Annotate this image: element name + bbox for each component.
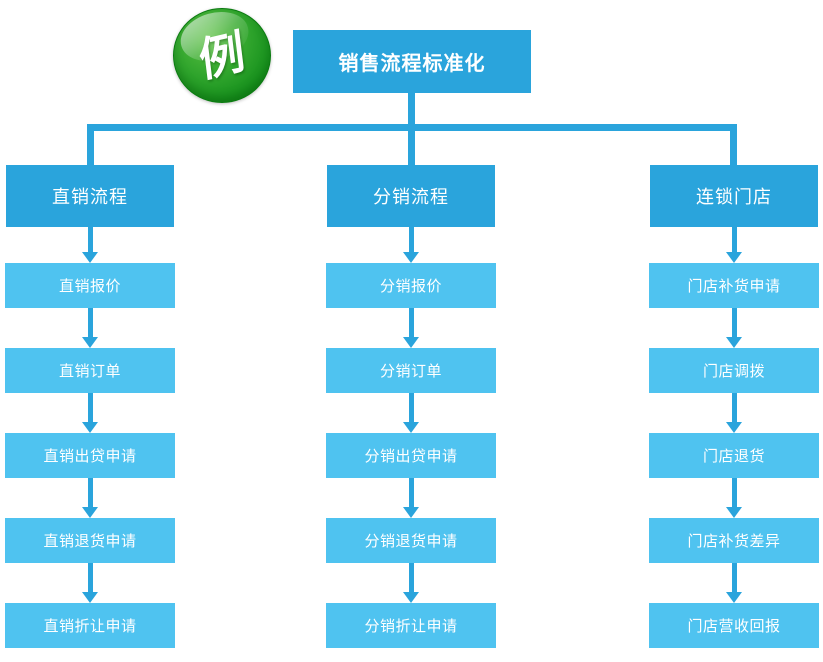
arrow-shaft — [87, 227, 93, 252]
node-distribution-return-request: 分销退货申请 — [326, 518, 496, 563]
node-distribution-discount-request: 分销折让申请 — [326, 603, 496, 648]
node-label: 直销报价 — [58, 278, 121, 295]
arrow-shaft — [87, 308, 93, 337]
column-header-label: 连锁门店 — [696, 187, 772, 207]
node-label: 门店退货 — [702, 448, 765, 465]
node-store-revenue-report: 门店营收回报 — [649, 603, 819, 648]
connector-drop-column3 — [730, 124, 737, 165]
down-arrow — [726, 563, 742, 603]
down-arrow — [403, 227, 419, 263]
down-arrow — [726, 393, 742, 433]
down-arrow — [726, 227, 742, 263]
node-store-transfer: 门店调拨 — [649, 348, 819, 393]
down-arrow — [82, 308, 98, 348]
column-header-direct-sales: 直销流程 — [6, 165, 174, 227]
arrow-head-icon — [82, 422, 98, 433]
down-arrow — [403, 563, 419, 603]
arrow-shaft — [408, 393, 414, 422]
arrow-head-icon — [82, 337, 98, 348]
node-label: 分销报价 — [379, 278, 442, 295]
connector-drop-column1 — [87, 124, 94, 165]
arrow-head-icon — [726, 592, 742, 603]
example-badge: 例 — [173, 4, 271, 103]
arrow-head-icon — [82, 252, 98, 263]
arrow-shaft — [731, 308, 737, 337]
node-label: 直销退货申请 — [43, 533, 137, 550]
down-arrow — [82, 393, 98, 433]
connector-root-stem — [408, 92, 415, 131]
column-header-distribution: 分销流程 — [327, 165, 495, 227]
example-badge-label: 例 — [196, 24, 248, 87]
arrow-shaft — [87, 563, 93, 592]
root-node-title: 销售流程标准化 — [338, 53, 486, 75]
node-direct-sales-return-request: 直销退货申请 — [5, 518, 175, 563]
node-label: 分销出贷申请 — [364, 448, 458, 465]
column-header-label: 分销流程 — [373, 187, 449, 207]
node-store-replenishment-variance: 门店补货差异 — [649, 518, 819, 563]
node-distribution-shipment-request: 分销出贷申请 — [326, 433, 496, 478]
arrow-head-icon — [726, 252, 742, 263]
down-arrow — [403, 478, 419, 518]
node-distribution-quotation: 分销报价 — [326, 263, 496, 308]
arrow-shaft — [87, 393, 93, 422]
node-direct-sales-shipment-request: 直销出贷申请 — [5, 433, 175, 478]
arrow-shaft — [408, 563, 414, 592]
arrow-head-icon — [82, 592, 98, 603]
arrow-head-icon — [403, 337, 419, 348]
arrow-shaft — [731, 478, 737, 507]
node-distribution-order: 分销订单 — [326, 348, 496, 393]
arrow-head-icon — [403, 422, 419, 433]
arrow-head-icon — [403, 252, 419, 263]
node-direct-sales-discount-request: 直销折让申请 — [5, 603, 175, 648]
node-store-replenishment-request: 门店补货申请 — [649, 263, 819, 308]
arrow-head-icon — [403, 592, 419, 603]
column-header-chain-stores: 连锁门店 — [650, 165, 818, 227]
arrow-shaft — [731, 563, 737, 592]
down-arrow — [82, 478, 98, 518]
column-header-label: 直销流程 — [52, 187, 128, 207]
arrow-head-icon — [726, 337, 742, 348]
down-arrow — [82, 563, 98, 603]
node-direct-sales-order: 直销订单 — [5, 348, 175, 393]
node-label: 门店营收回报 — [687, 618, 781, 635]
down-arrow — [82, 227, 98, 263]
node-store-return: 门店退货 — [649, 433, 819, 478]
node-label: 分销退货申请 — [364, 533, 458, 550]
arrow-shaft — [731, 393, 737, 422]
node-label: 分销折让申请 — [364, 618, 458, 635]
node-label: 直销折让申请 — [43, 618, 137, 635]
node-direct-sales-quotation: 直销报价 — [5, 263, 175, 308]
down-arrow — [726, 308, 742, 348]
arrow-head-icon — [726, 507, 742, 518]
down-arrow — [403, 393, 419, 433]
arrow-shaft — [408, 227, 414, 252]
node-label: 直销订单 — [58, 363, 121, 380]
down-arrow — [403, 308, 419, 348]
arrow-shaft — [408, 478, 414, 507]
connector-drop-column2 — [408, 124, 415, 165]
node-label: 门店补货申请 — [687, 278, 781, 295]
down-arrow — [726, 478, 742, 518]
node-label: 直销出贷申请 — [43, 448, 137, 465]
arrow-head-icon — [403, 507, 419, 518]
arrow-head-icon — [82, 507, 98, 518]
node-label: 门店调拨 — [702, 363, 765, 380]
node-label: 门店补货差异 — [687, 533, 781, 550]
node-label: 分销订单 — [379, 363, 442, 380]
root-node-sales-process: 销售流程标准化 — [293, 30, 531, 93]
arrow-shaft — [87, 478, 93, 507]
arrow-head-icon — [726, 422, 742, 433]
arrow-shaft — [731, 227, 737, 252]
arrow-shaft — [408, 308, 414, 337]
